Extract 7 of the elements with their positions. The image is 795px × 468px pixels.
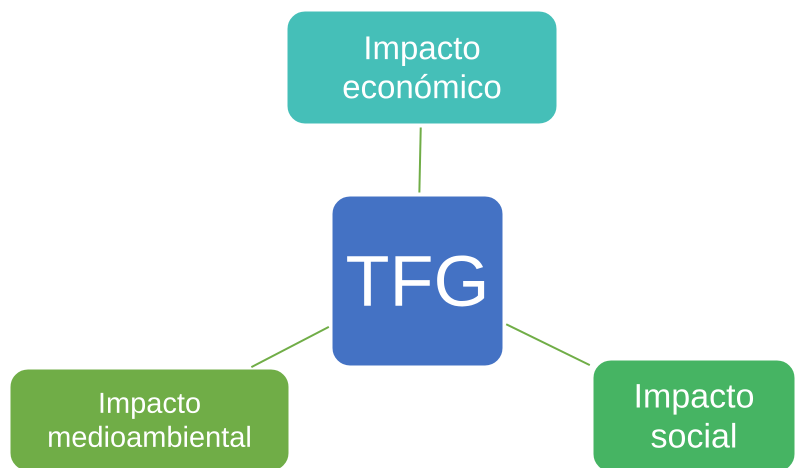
connector-line [418,127,422,193]
connector-line [250,326,330,368]
topic-box: TFG [332,196,504,366]
topic-box: Impacto social [592,359,795,468]
connector-line [506,323,590,366]
topic-box: Impacto económico [286,10,558,124]
topic-box: Impacto medioambiental [10,368,290,468]
